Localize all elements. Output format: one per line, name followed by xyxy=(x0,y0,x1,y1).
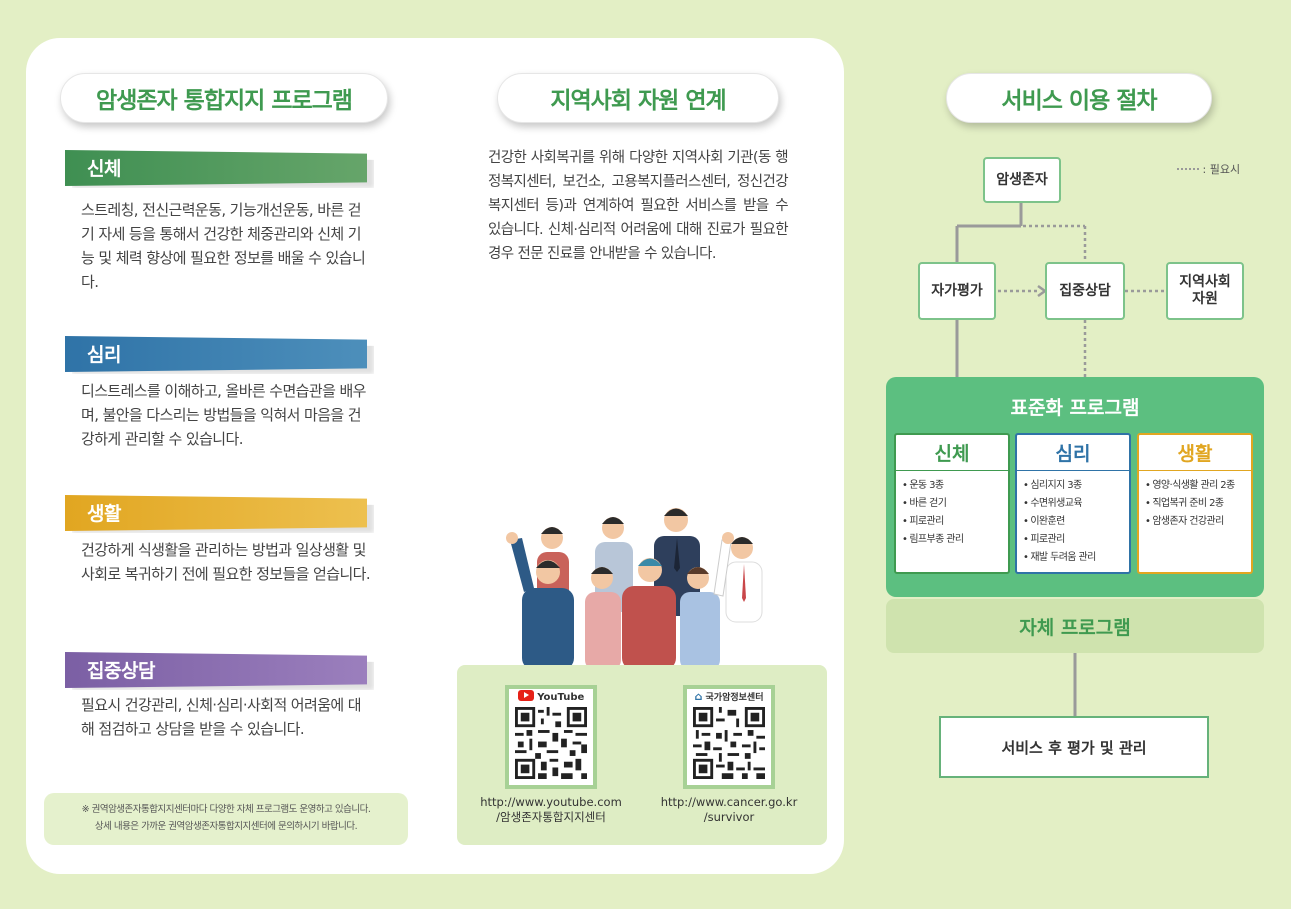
list-item: 바른 걷기 xyxy=(902,495,1008,513)
home-icon: ⌂ xyxy=(694,690,703,703)
community-text: 건강한 사회복귀를 위해 다양한 지역사회 기관(동 행정복지센터, 보건소, … xyxy=(488,150,789,262)
qr-code-icon xyxy=(693,707,765,779)
section-physical-header: 신체 xyxy=(65,150,367,186)
url-line: http://www.cancer.go.kr xyxy=(660,795,798,809)
legend: : 필요시 xyxy=(1177,161,1240,177)
footnote-line: ※ 권역암생존자통합지지센터마다 다양한 자체 프로그램도 운영하고 있습니다. xyxy=(81,804,371,815)
list-item: 수면위생교육 xyxy=(1023,495,1129,513)
column-list: 영양·식생활 관리 2종 직업복귀 준비 2종 암생존자 건강관리 xyxy=(1139,471,1251,531)
footnote: ※ 권역암생존자통합지지센터마다 다양한 자체 프로그램도 운영하고 있습니다.… xyxy=(44,793,408,845)
list-item: 운동 3종 xyxy=(902,477,1008,495)
url-line: /survivor xyxy=(703,810,755,824)
column-physical: 신체 운동 3종 바른 걷기 피로관리 림프부종 관리 xyxy=(894,433,1010,574)
cancer-center-label: ⌂ 국가암정보센터 xyxy=(687,690,771,703)
section-label: 집중상담 xyxy=(87,660,155,682)
youtube-label: YouTube xyxy=(509,690,593,703)
cancer-center-url[interactable]: http://www.cancer.go.kr /survivor xyxy=(639,795,819,825)
node-community: 지역사회 자원 xyxy=(1166,262,1244,320)
qr-section: YouTube ⌂ 국가암정보센터 xyxy=(457,665,827,845)
community-title: 지역사회 자원 연계 xyxy=(497,73,779,123)
section-physical-text: 스트레칭, 전신근력운동, 기능개선운동, 바른 걷기 자세 등을 통해서 건강… xyxy=(81,201,366,291)
list-item: 암생존자 건강관리 xyxy=(1145,513,1251,531)
cancer-center-text: 국가암정보센터 xyxy=(705,693,764,703)
section-life-text: 건강하게 식생활을 관리하는 방법과 일상생활 및 사회로 복귀하기 전에 필요… xyxy=(81,541,371,583)
youtube-qr[interactable]: YouTube xyxy=(505,685,597,789)
youtube-url[interactable]: http://www.youtube.com /암생존자통합지지센터 xyxy=(461,795,641,825)
node-survivor: 암생존자 xyxy=(983,157,1061,203)
after-service-box: 서비스 후 평가 및 관리 xyxy=(939,716,1209,778)
list-item: 직업복귀 준비 2종 xyxy=(1145,495,1251,513)
node-counsel: 집중상담 xyxy=(1045,262,1125,320)
arrow-right-icon xyxy=(1037,284,1048,298)
section-psych-text: 디스트레스를 이해하고, 올바른 수면습관을 배우며, 불안을 다스리는 방법들… xyxy=(81,382,366,448)
section-label: 신체 xyxy=(87,158,121,180)
dotted-line-icon xyxy=(1177,168,1199,170)
youtube-text: YouTube xyxy=(537,692,585,703)
cancer-center-qr[interactable]: ⌂ 국가암정보센터 xyxy=(683,685,775,789)
footnote-line: 상세 내용은 가까운 권역암생존자통합지지센터에 문의하시기 바랍니다. xyxy=(94,821,358,832)
node-line: 지역사회 xyxy=(1179,274,1231,290)
node-self-eval: 자가평가 xyxy=(918,262,996,320)
section-life-header: 생활 xyxy=(65,495,367,531)
qr-code-icon xyxy=(515,707,587,779)
column-psych: 심리 심리지지 3종 수면위생교육 이완훈련 피로관리 재발 두려움 관리 xyxy=(1015,433,1131,574)
section-counsel-text: 필요시 건강관리, 신체·심리·사회적 어려움에 대해 점검하고 상담을 받을 … xyxy=(81,696,362,738)
column-label: 심리 xyxy=(1017,435,1129,471)
standard-program-title: 표준화 프로그램 xyxy=(1010,397,1140,419)
url-line: http://www.youtube.com xyxy=(480,795,622,809)
list-item: 재발 두려움 관리 xyxy=(1023,549,1129,567)
node-line: 자원 xyxy=(1192,291,1218,307)
people-illustration xyxy=(506,508,763,670)
section-counsel-header: 집중상담 xyxy=(65,652,367,688)
column-label: 생활 xyxy=(1139,435,1251,471)
legend-text: : 필요시 xyxy=(1202,163,1241,176)
list-item: 피로관리 xyxy=(1023,531,1129,549)
section-label: 생활 xyxy=(87,503,121,525)
column-list: 운동 3종 바른 걷기 피로관리 림프부종 관리 xyxy=(896,471,1008,549)
procedure-title: 서비스 이용 절차 xyxy=(946,73,1212,123)
youtube-icon xyxy=(517,690,534,701)
section-psych-header: 심리 xyxy=(65,336,367,372)
url-line: /암생존자통합지지센터 xyxy=(496,810,606,824)
program-title: 암생존자 통합지지 프로그램 xyxy=(60,73,388,123)
column-list: 심리지지 3종 수면위생교육 이완훈련 피로관리 재발 두려움 관리 xyxy=(1017,471,1129,567)
list-item: 피로관리 xyxy=(902,513,1008,531)
list-item: 림프부종 관리 xyxy=(902,531,1008,549)
column-life: 생활 영양·식생활 관리 2종 직업복귀 준비 2종 암생존자 건강관리 xyxy=(1137,433,1253,574)
list-item: 이완훈련 xyxy=(1023,513,1129,531)
list-item: 영양·식생활 관리 2종 xyxy=(1145,477,1251,495)
column-label: 신체 xyxy=(896,435,1008,471)
list-item: 심리지지 3종 xyxy=(1023,477,1129,495)
self-program-box: 자체 프로그램 xyxy=(886,599,1264,653)
section-label: 심리 xyxy=(87,344,121,366)
